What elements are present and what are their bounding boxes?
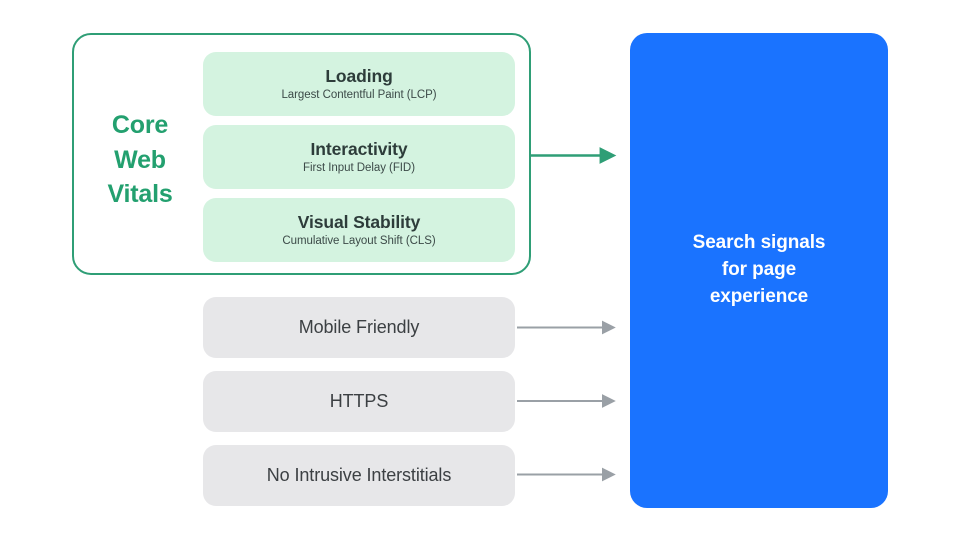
core-web-vitals-group — [72, 33, 531, 275]
metric-card-title: Interactivity — [310, 138, 408, 159]
signal-card-mobile-friendly[interactable]: Mobile Friendly — [203, 297, 515, 358]
metric-card-title: Loading — [325, 65, 393, 86]
metric-card-subtitle: First Input Delay (FID) — [303, 161, 415, 174]
core-web-vitals-label-line-2: Web — [114, 145, 166, 174]
core-web-vitals-label-line-3: Vitals — [107, 180, 173, 208]
metric-card-subtitle: Largest Contentful Paint (LCP) — [281, 88, 437, 101]
signal-card-https[interactable]: HTTPS — [203, 371, 515, 432]
signal-card-title: No Intrusive Interstitials — [266, 465, 452, 486]
metric-card-title: Visual Stability — [297, 211, 421, 232]
destination-text-line-2: for page — [721, 259, 797, 281]
destination-text-line-3: experience — [709, 285, 809, 307]
destination-text-line-1: Search signals — [692, 232, 826, 254]
signal-card-no-intrusive-interstitials[interactable]: No Intrusive Interstitials — [203, 445, 515, 506]
core-web-vitals-label-line-1: Core — [111, 111, 169, 139]
metric-card-subtitle: Cumulative Layout Shift (CLS) — [282, 234, 436, 247]
signal-card-title: Mobile Friendly — [298, 317, 420, 338]
destination-box-text: Search signals for page experience — [677, 230, 842, 311]
core-web-vitals-label: Core Web Vitals — [90, 108, 190, 212]
destination-box-search-signals[interactable]: Search signals for page experience — [630, 33, 888, 508]
signal-card-title: HTTPS — [329, 391, 389, 412]
metric-card-loading[interactable]: Loading Largest Contentful Paint (LCP) — [203, 52, 515, 116]
metric-card-interactivity[interactable]: Interactivity First Input Delay (FID) — [203, 125, 515, 189]
metric-card-visual-stability[interactable]: Visual Stability Cumulative Layout Shift… — [203, 198, 515, 262]
